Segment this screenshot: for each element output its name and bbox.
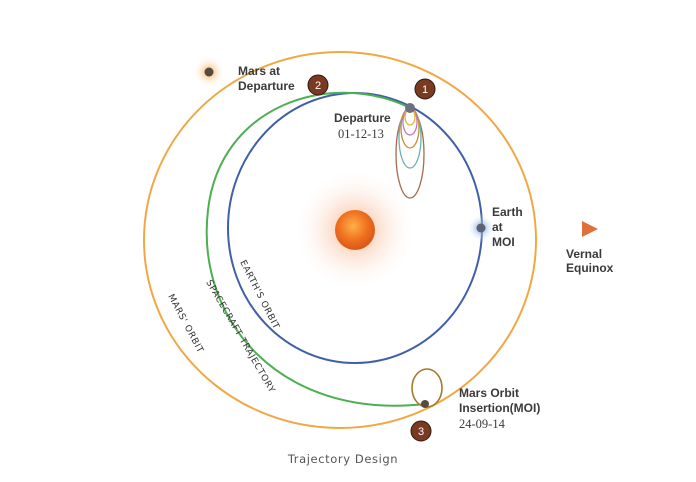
- mars-at-departure-label-1: Mars at: [238, 64, 280, 78]
- badge-1-number: 1: [422, 84, 428, 96]
- badge-3: 3: [410, 420, 432, 442]
- mars-at-departure-label-2: Departure: [238, 79, 295, 93]
- departure-label: Departure: [334, 111, 391, 125]
- mars-orbit-label: MARS' ORBIT: [165, 293, 205, 356]
- mars-at-moi-planet: [421, 400, 429, 408]
- moi-date: 24-09-14: [459, 417, 506, 431]
- badge-1: 1: [414, 78, 436, 100]
- departure-orbit-loops: [395, 107, 425, 199]
- vernal-equinox-arrow-icon: [582, 221, 598, 237]
- sun: [335, 210, 375, 250]
- spacecraft-trajectory: [205, 91, 426, 407]
- mars-orbit: [143, 51, 537, 429]
- earth-at-moi-label-2: at: [492, 220, 503, 234]
- badge-2: 2: [307, 74, 329, 96]
- earth-at-moi-planet: [476, 223, 486, 233]
- diagram-caption: Trajectory Design: [287, 452, 398, 466]
- vernal-equinox-label-2: Equinox: [566, 261, 614, 275]
- badge-3-number: 3: [418, 426, 424, 438]
- moi-label-1: Mars Orbit: [459, 386, 519, 400]
- badge-2-number: 2: [315, 80, 321, 92]
- departure-date: 01-12-13: [338, 127, 384, 141]
- moi-label-2: Insertion(MOI): [459, 401, 540, 415]
- earth-at-departure-planet: [405, 103, 415, 113]
- earth-at-moi-label-1: Earth: [492, 205, 523, 219]
- vernal-equinox-label-1: Vernal: [566, 247, 602, 261]
- earth-at-moi-label-3: MOI: [492, 235, 515, 249]
- mars-at-departure-planet: [204, 67, 214, 77]
